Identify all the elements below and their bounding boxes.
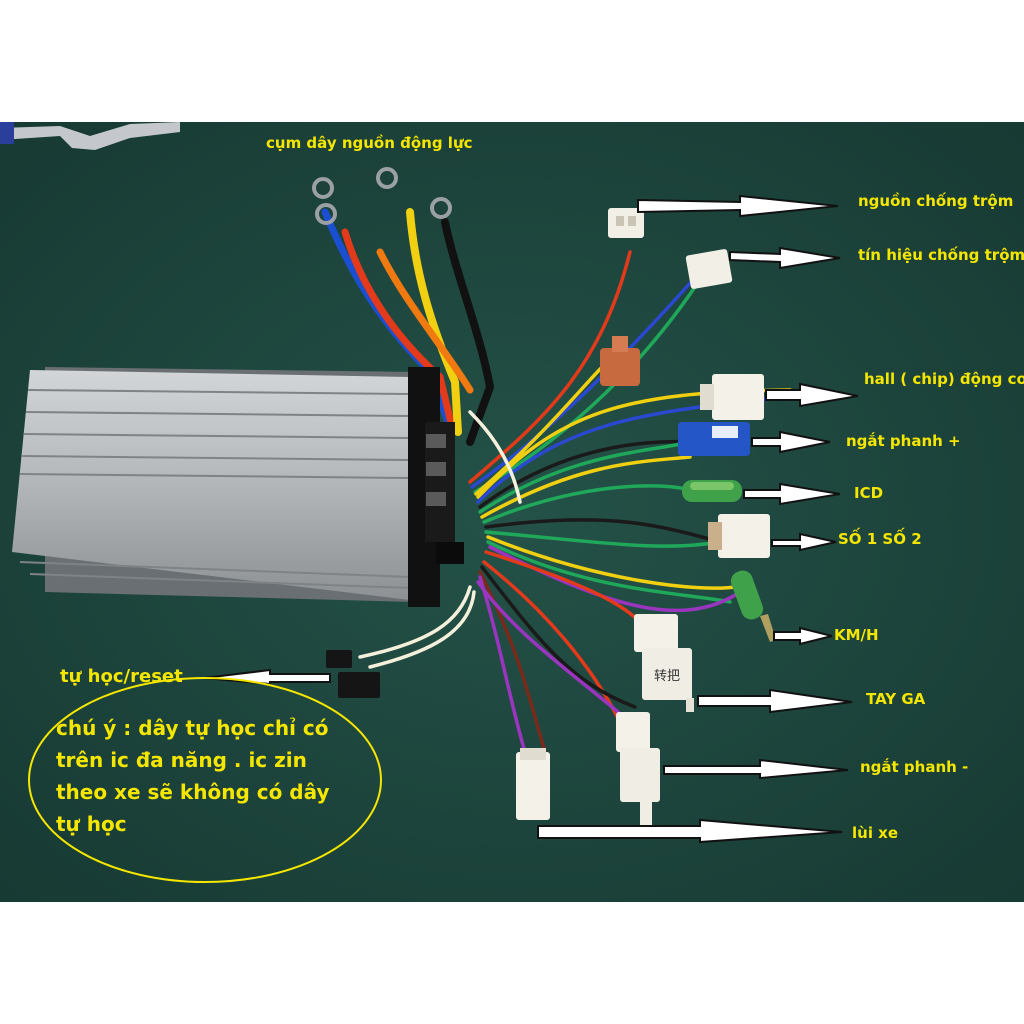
- arrow-hall: [765, 382, 859, 408]
- arrow-icd: [743, 482, 841, 506]
- connector-hall: [700, 374, 764, 420]
- arrow-anti-theft-signal: [729, 246, 841, 270]
- connector-anti-theft-signal: [685, 249, 733, 289]
- note-ellipse: [28, 677, 382, 883]
- tool-pliers: [0, 122, 180, 150]
- label-brake-minus: ngắt phanh -: [860, 758, 969, 776]
- controller-housing: [12, 367, 464, 607]
- note-text: chú ý : dây tự học chỉ có trên ic đa năn…: [56, 712, 376, 840]
- power-wires: [321, 208, 495, 446]
- connector-reverse: [516, 748, 550, 820]
- connector-brake-minus: [616, 712, 660, 828]
- arrow-brake-plus: [751, 430, 831, 454]
- connector-gear: [708, 514, 770, 558]
- connector-brake-plus: [678, 422, 750, 456]
- throttle-connector-marking: 转把: [654, 669, 680, 684]
- arrow-kmh: [773, 626, 833, 646]
- label-anti-theft-power: nguồn chống trộm: [858, 192, 1014, 210]
- connector-orange: [600, 336, 640, 386]
- connector-kmh: [730, 570, 776, 642]
- connector-icd: [682, 480, 742, 502]
- controller-wiring-illustration: 转把: [0, 122, 1024, 902]
- diagram-scene: 转把: [0, 122, 1024, 902]
- connector-anti-theft-power: [608, 208, 644, 238]
- ring-terminals: [312, 167, 452, 225]
- arrow-brake-minus: [663, 758, 849, 780]
- connector-self-learn: [326, 650, 380, 698]
- label-power-bundle: cụm dây nguồn động lực: [266, 134, 473, 152]
- connector-throttle: 转把: [634, 614, 694, 712]
- label-arrows: [203, 194, 859, 844]
- note-line: chú ý : dây tự học chỉ có: [56, 716, 329, 740]
- label-gear: SỐ 1 SỐ 2: [838, 530, 922, 548]
- arrow-throttle: [697, 688, 853, 714]
- label-anti-theft-signal: tín hiệu chống trộm: [858, 246, 1024, 264]
- label-kmh: KM/H: [834, 626, 879, 644]
- note-line: trên ic đa năng . ic zin: [56, 748, 307, 772]
- label-self-learn: tự học/reset: [60, 666, 183, 687]
- label-reverse: lùi xe: [852, 824, 899, 842]
- arrow-anti-theft-power: [637, 194, 839, 218]
- note-line: theo xe sẽ không có dây: [56, 780, 330, 804]
- label-icd: ICD: [854, 484, 884, 502]
- label-hall: hall ( chip) động cơ: [864, 370, 1024, 388]
- label-throttle: TAY GA: [866, 690, 926, 708]
- label-brake-plus: ngắt phanh +: [846, 432, 961, 450]
- arrow-gear: [771, 532, 837, 552]
- arrow-reverse: [537, 818, 843, 844]
- note-line: tự học: [56, 812, 127, 836]
